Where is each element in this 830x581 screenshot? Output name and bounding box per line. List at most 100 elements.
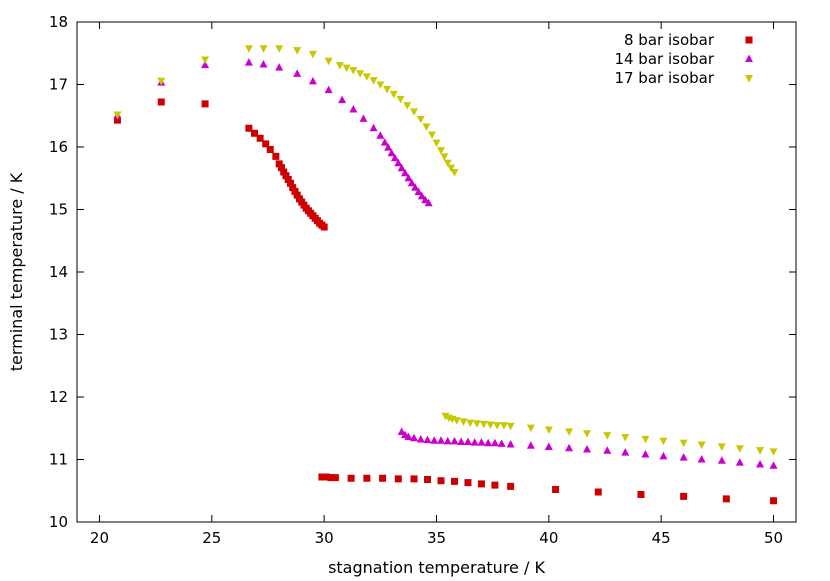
data-point xyxy=(526,424,535,433)
data-point xyxy=(507,482,515,490)
data-point xyxy=(497,439,506,447)
data-point xyxy=(490,438,499,447)
data-point xyxy=(387,148,396,157)
data-point xyxy=(735,458,744,466)
data-point xyxy=(526,441,535,449)
y-tick-label: 12 xyxy=(49,388,68,406)
data-point xyxy=(430,436,439,444)
data-point xyxy=(322,473,330,481)
data-point xyxy=(282,172,290,180)
data-point xyxy=(397,427,406,435)
data-point xyxy=(324,57,333,66)
data-point xyxy=(404,173,413,182)
data-point xyxy=(544,426,553,434)
data-point xyxy=(450,169,459,177)
data-point xyxy=(436,147,445,155)
data-point xyxy=(308,50,317,59)
data-point xyxy=(583,430,592,438)
data-point xyxy=(293,69,302,77)
data-point xyxy=(457,437,466,445)
data-point xyxy=(411,183,420,191)
data-point xyxy=(735,445,744,453)
data-point xyxy=(583,445,592,453)
data-point xyxy=(659,437,668,446)
data-series-layer xyxy=(113,45,778,505)
x-tick-label: 30 xyxy=(315,529,334,547)
data-point xyxy=(380,138,389,146)
data-point xyxy=(416,115,425,124)
data-point xyxy=(493,422,502,430)
data-point xyxy=(440,153,449,161)
data-point xyxy=(327,474,335,482)
data-point xyxy=(157,77,166,86)
data-point xyxy=(621,448,630,456)
data-point xyxy=(421,195,430,204)
data-point xyxy=(394,475,402,483)
data-point xyxy=(450,477,458,485)
data-point xyxy=(722,495,730,503)
x-tick-label: 25 xyxy=(202,529,221,547)
data-point xyxy=(308,76,317,85)
data-point xyxy=(565,443,574,452)
data-point xyxy=(338,95,347,104)
data-point xyxy=(447,164,456,173)
data-point xyxy=(463,437,472,445)
data-point xyxy=(697,441,706,449)
data-point xyxy=(349,67,358,75)
data-point xyxy=(416,435,425,443)
data-point xyxy=(407,178,416,187)
data-point xyxy=(679,453,688,461)
data-point xyxy=(423,435,432,444)
data-point xyxy=(379,474,387,482)
data-point xyxy=(717,456,726,464)
data-point xyxy=(251,129,259,137)
data-point xyxy=(390,153,399,162)
data-point xyxy=(424,198,433,207)
data-point xyxy=(259,45,268,53)
data-point xyxy=(479,420,488,429)
data-point xyxy=(266,146,274,153)
data-point xyxy=(641,450,650,458)
data-point xyxy=(603,432,612,440)
series-3 xyxy=(113,45,778,456)
data-point xyxy=(466,419,475,428)
data-point xyxy=(369,77,378,85)
data-point xyxy=(389,90,398,99)
data-point xyxy=(363,474,371,482)
data-point xyxy=(157,98,165,106)
y-tick-label: 18 xyxy=(49,13,68,31)
data-point xyxy=(424,476,432,483)
data-point xyxy=(359,114,368,122)
data-point xyxy=(362,73,371,81)
x-tick-label: 40 xyxy=(539,529,558,547)
data-point xyxy=(756,447,765,455)
data-point xyxy=(342,64,351,73)
data-point xyxy=(201,56,210,64)
data-point xyxy=(275,160,283,168)
data-point xyxy=(291,187,299,195)
data-point xyxy=(484,438,493,447)
y-tick-label: 13 xyxy=(49,326,68,344)
legend-label: 14 bar isobar xyxy=(614,50,714,68)
legend-marker xyxy=(745,75,753,83)
data-point xyxy=(335,62,344,70)
legend-label: 8 bar isobar xyxy=(624,31,715,49)
y-tick-label: 17 xyxy=(49,76,68,94)
data-point xyxy=(679,439,688,448)
y-tick-label: 16 xyxy=(49,138,68,156)
data-point xyxy=(356,70,365,78)
data-point xyxy=(394,158,403,167)
data-point xyxy=(410,475,418,483)
data-point xyxy=(464,479,472,487)
data-point xyxy=(697,455,706,463)
data-point xyxy=(432,139,441,148)
y-tick-label: 14 xyxy=(49,263,68,281)
data-point xyxy=(383,85,392,94)
data-point xyxy=(472,420,481,428)
data-point xyxy=(499,422,508,430)
legend-marker xyxy=(745,54,753,62)
y-axis-label: terminal temperature / K xyxy=(7,172,26,371)
data-point xyxy=(506,440,515,448)
data-point xyxy=(256,134,264,142)
